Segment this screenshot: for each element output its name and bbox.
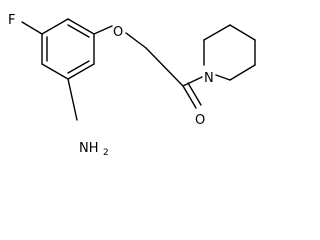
bond-carbonyl-double-1 <box>182 85 197 109</box>
piperidine-ring <box>203 24 256 81</box>
bond-pip-6 <box>215 74 231 81</box>
atom-oxygen-carbonyl: O <box>195 113 205 128</box>
bond-c-f <box>21 21 43 35</box>
bond-ring-1 <box>67 18 95 35</box>
bond-ring-3 <box>67 63 95 80</box>
atom-oxygen-ether: O <box>113 25 123 40</box>
bond-o-ch2 <box>125 32 147 49</box>
bond-c-o-ether <box>93 25 113 35</box>
bond-ring-6 <box>41 18 69 35</box>
molecule-structure: F O N O NH 2 <box>8 13 256 158</box>
bond-carbonyl-double-2 <box>187 82 202 106</box>
benzene-ring <box>41 18 95 80</box>
bond-pip-5 <box>229 64 256 81</box>
bond-ch2-carbonyl <box>145 47 184 87</box>
bond-ring-double-2 <box>67 60 90 74</box>
bond-pip-3 <box>229 24 256 41</box>
bond-ring-double-1 <box>67 24 90 38</box>
bond-carbonyl-n <box>182 76 203 87</box>
bond-pip-2 <box>203 24 231 41</box>
atom-nitrogen: N <box>204 71 214 86</box>
bond-ring-4 <box>41 63 69 80</box>
atom-amine: NH <box>79 141 99 156</box>
atom-fluorine: F <box>8 13 15 28</box>
bond-c-nh2 <box>67 78 78 121</box>
atom-amine-subscript: 2 <box>103 148 109 158</box>
atom-amine-group: NH 2 <box>79 141 109 158</box>
